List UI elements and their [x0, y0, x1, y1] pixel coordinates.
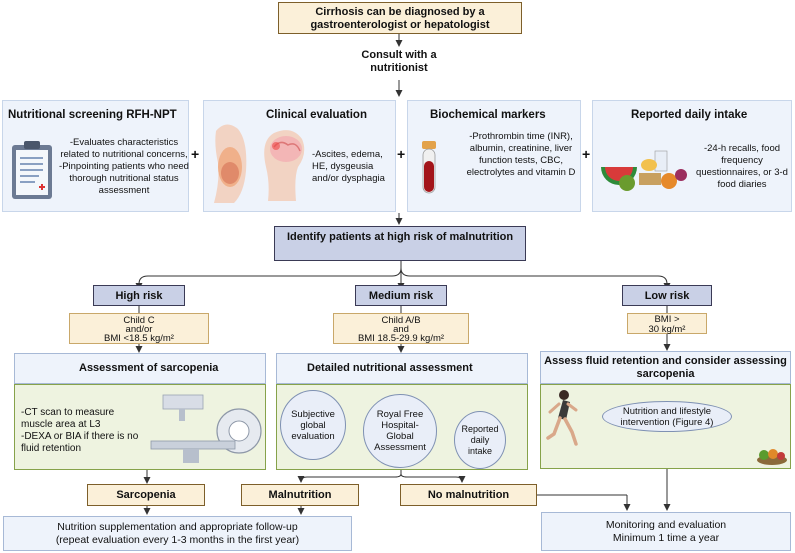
no-malnutrition-outcome: No malnutrition: [400, 484, 537, 506]
ct-scanner-icon: [150, 394, 262, 463]
identify-text: Identify patients at high risk of malnut…: [286, 231, 514, 243]
clipboard-icon: [12, 141, 52, 199]
sarcopenia-outcome: Sarcopenia: [87, 484, 205, 506]
detailed-assessment-title: Detailed nutritional assessment: [307, 362, 473, 374]
high-risk-label: High risk: [115, 289, 163, 302]
high-criteria-1: Child C: [123, 315, 155, 326]
low-risk-criteria: BMI > 30 kg/m²: [627, 313, 707, 334]
sarcopenia-method-dexa: -DEXA or BIA if there is no fluid retent…: [21, 431, 139, 454]
lifestyle-intervention-oval: Nutrition and lifestyle intervention (Fi…: [602, 401, 732, 432]
medium-criteria-3: BMI 18.5-29.9 kg/m²: [357, 333, 445, 344]
screening-body: -Evaluates characteristics related to nu…: [59, 137, 189, 196]
reported-intake-oval: Reported daily intake: [454, 411, 506, 469]
no-malnutrition-outcome-label: No malnutrition: [427, 489, 510, 501]
low-risk-label: Low risk: [644, 289, 690, 302]
sarcopenia-outcome-label: Sarcopenia: [116, 489, 176, 501]
vegetables-icon: [757, 449, 787, 465]
low-risk-header: Low risk: [622, 285, 712, 306]
detailed-assessment-header: Detailed nutritional assessment: [276, 353, 528, 384]
medium-criteria-1: Child A/B: [381, 315, 421, 326]
fluid-assessment-header: Assess fluid retention and consider asse…: [540, 351, 791, 384]
medium-risk-label: Medium risk: [368, 289, 434, 302]
monitoring-line-2: Minimum 1 time a year: [612, 532, 720, 544]
supplementation-line-1: Nutrition supplementation and appropriat…: [57, 521, 298, 533]
rfh-ga-oval: Royal Free Hospital-Global Assessment: [363, 394, 437, 468]
screening-title: Nutritional screening RFH-NPT: [8, 109, 177, 121]
high-criteria-2: and/or: [125, 324, 153, 335]
sarcopenia-assessment-title: Assessment of sarcopenia: [79, 362, 219, 374]
biochemical-body: -Prothrombin time (INR), albumin, creati…: [466, 131, 576, 178]
high-criteria-3: BMI <18.5 kg/m²: [104, 333, 174, 344]
fluid-assessment-title: Assess fluid retention and consider asse…: [544, 355, 787, 380]
diagnosis-box: Cirrhosis can be diagnosed by a gastroen…: [278, 2, 522, 34]
malnutrition-outcome: Malnutrition: [241, 484, 359, 506]
intake-title: Reported daily intake: [631, 109, 748, 121]
medium-risk-header: Medium risk: [355, 285, 447, 306]
sarcopenia-method-ct: -CT scan to measure muscle area at L3: [21, 407, 115, 430]
plus-sign-3: +: [582, 146, 591, 162]
low-criteria-2: 30 kg/m²: [648, 323, 686, 335]
clinical-body: -Ascites, edema, HE, dysgeusia and/or dy…: [312, 149, 385, 184]
clinical-title: Clinical evaluation: [266, 109, 367, 121]
screening-panel-rfh-npt: Nutritional screening RFH-NPT -Evaluates…: [2, 100, 189, 212]
medium-risk-criteria: Child A/B and BMI 18.5-29.9 kg/m²: [333, 313, 469, 344]
high-risk-header: High risk: [93, 285, 185, 306]
sga-oval: Subjective global evaluation: [280, 390, 346, 460]
screening-panel-biochemical: Biochemical markers -Prothrombin time (I…: [407, 100, 581, 212]
consult-text: Consult with a nutritionist: [361, 49, 437, 74]
runner-icon: [546, 390, 578, 446]
body-organs-icon: [214, 124, 305, 203]
screening-panel-clinical: Clinical evaluation -Ascites, edema, HE,…: [203, 100, 396, 212]
malnutrition-outcome-label: Malnutrition: [268, 489, 332, 501]
sarcopenia-assessment-header: Assessment of sarcopenia: [14, 353, 266, 384]
plus-sign-1: +: [191, 146, 200, 162]
low-criteria-1: BMI >: [654, 314, 680, 325]
biochemical-title: Biochemical markers: [430, 109, 546, 121]
blood-tube-icon: [422, 141, 436, 194]
sarcopenia-assessment-box: -CT scan to measure muscle area at L3 -D…: [14, 384, 266, 470]
supplementation-line-2: (repeat evaluation every 1-3 months in t…: [55, 534, 300, 546]
monitoring-box: Monitoring and evaluation Minimum 1 time…: [541, 512, 791, 551]
diagnosis-text: Cirrhosis can be diagnosed by a gastroen…: [310, 6, 490, 31]
monitoring-line-1: Monitoring and evaluation: [605, 519, 727, 531]
intake-body: -24-h recalls, food frequency questionna…: [696, 143, 788, 190]
identify-risk-box: Identify patients at high risk of malnut…: [274, 226, 526, 261]
high-risk-criteria: Child C and/or BMI <18.5 kg/m²: [69, 313, 209, 344]
screening-panel-intake: Reported daily intake -24-h recalls, foo…: [592, 100, 792, 212]
supplementation-box: Nutrition supplementation and appropriat…: [3, 516, 352, 551]
medium-criteria-2: and: [393, 324, 409, 335]
food-icon: [601, 150, 687, 191]
plus-sign-2: +: [397, 146, 406, 162]
